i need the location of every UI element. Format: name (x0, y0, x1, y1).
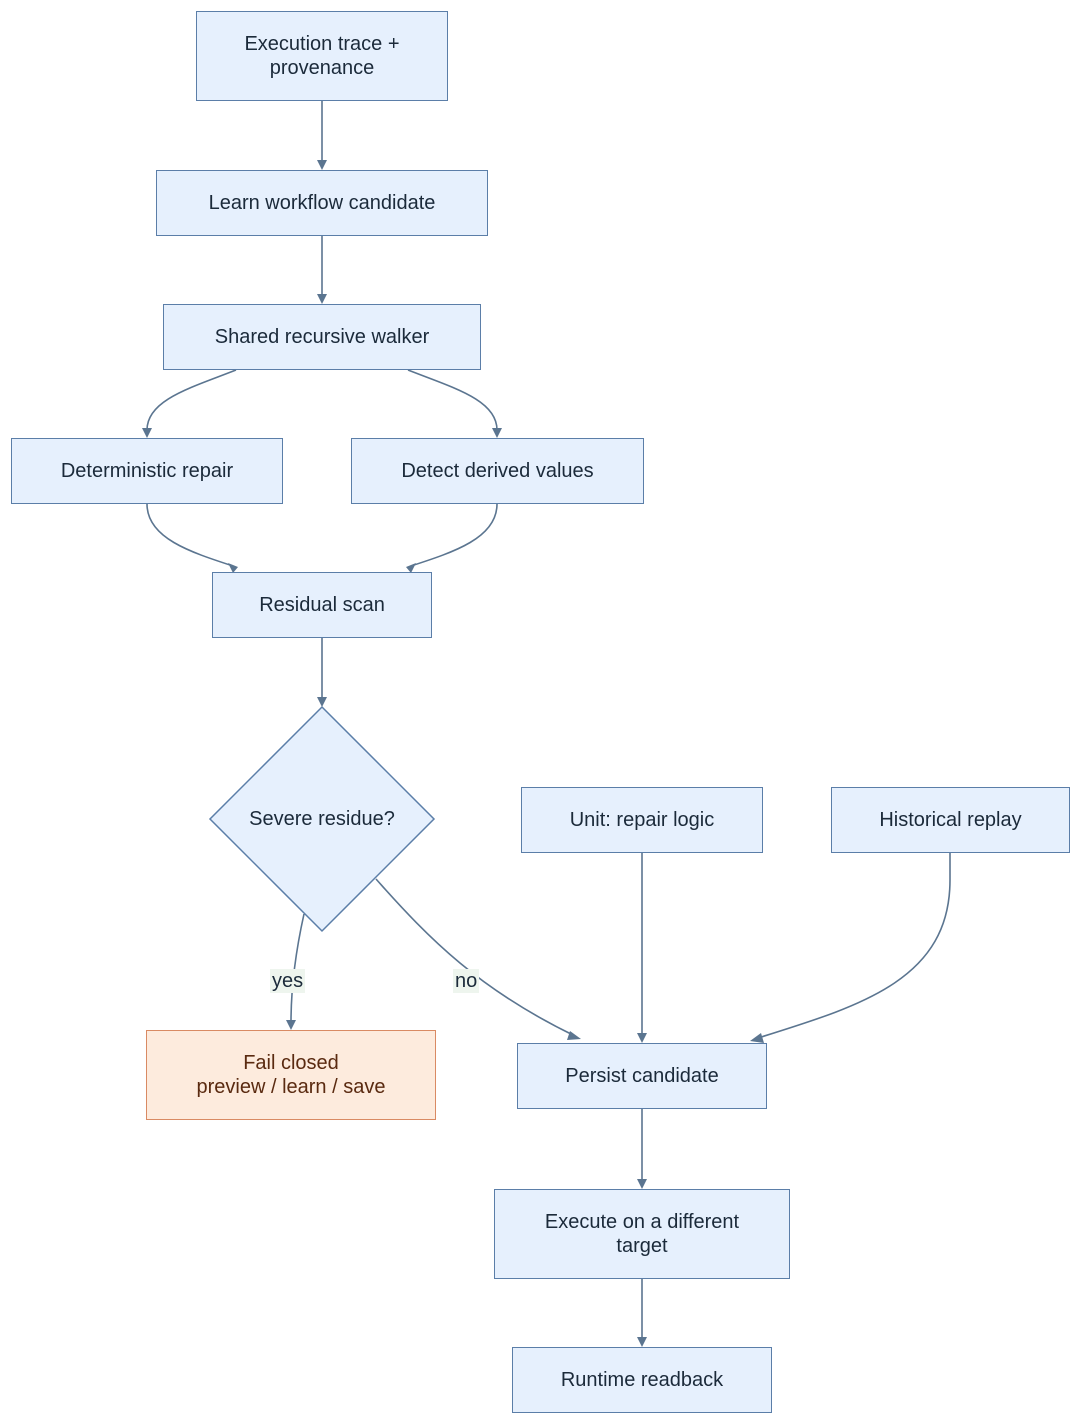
arrowhead (637, 1179, 647, 1189)
node-fail-closed: Fail closed preview / learn / save (146, 1030, 436, 1120)
edge-decision-no (375, 878, 576, 1037)
edge-walker-to-detect (407, 369, 498, 431)
arrowhead (492, 428, 502, 438)
arrowhead (567, 1031, 581, 1040)
arrowhead (142, 428, 152, 438)
node-execution-trace: Execution trace + provenance (196, 11, 448, 101)
node-shared-recursive-walker: Shared recursive walker (163, 304, 481, 370)
arrowhead (750, 1033, 764, 1043)
arrowhead (406, 563, 416, 573)
arrowhead (317, 697, 327, 707)
arrowhead (228, 563, 238, 573)
arrowhead (637, 1337, 647, 1347)
arrowhead (286, 1020, 296, 1030)
node-learn-workflow-candidate: Learn workflow candidate (156, 170, 488, 236)
node-persist-candidate: Persist candidate (517, 1043, 767, 1109)
edge-replay-to-persist (757, 853, 951, 1039)
edge-label-yes: yes (270, 969, 306, 993)
node-deterministic-repair: Deterministic repair (11, 438, 283, 504)
node-runtime-readback: Runtime readback (512, 1347, 772, 1413)
node-historical-replay: Historical replay (831, 787, 1070, 853)
edge-label-no: no (453, 969, 480, 993)
arrowhead (637, 1033, 647, 1043)
edge-walker-to-repair (146, 369, 237, 431)
node-execute-different-target: Execute on a different target (494, 1189, 790, 1279)
node-unit-repair-logic: Unit: repair logic (521, 787, 763, 853)
edge-repair-to-residual (146, 503, 234, 567)
decision-diamond-shape (208, 705, 436, 933)
arrowhead (317, 294, 327, 304)
edge-detect-to-residual (410, 503, 498, 567)
node-residual-scan: Residual scan (212, 572, 432, 638)
node-detect-derived-values: Detect derived values (351, 438, 644, 504)
node-severe-residue-decision: Severe residue? (249, 808, 395, 830)
arrowhead (317, 160, 327, 170)
edge-decision-yes (290, 913, 305, 1023)
